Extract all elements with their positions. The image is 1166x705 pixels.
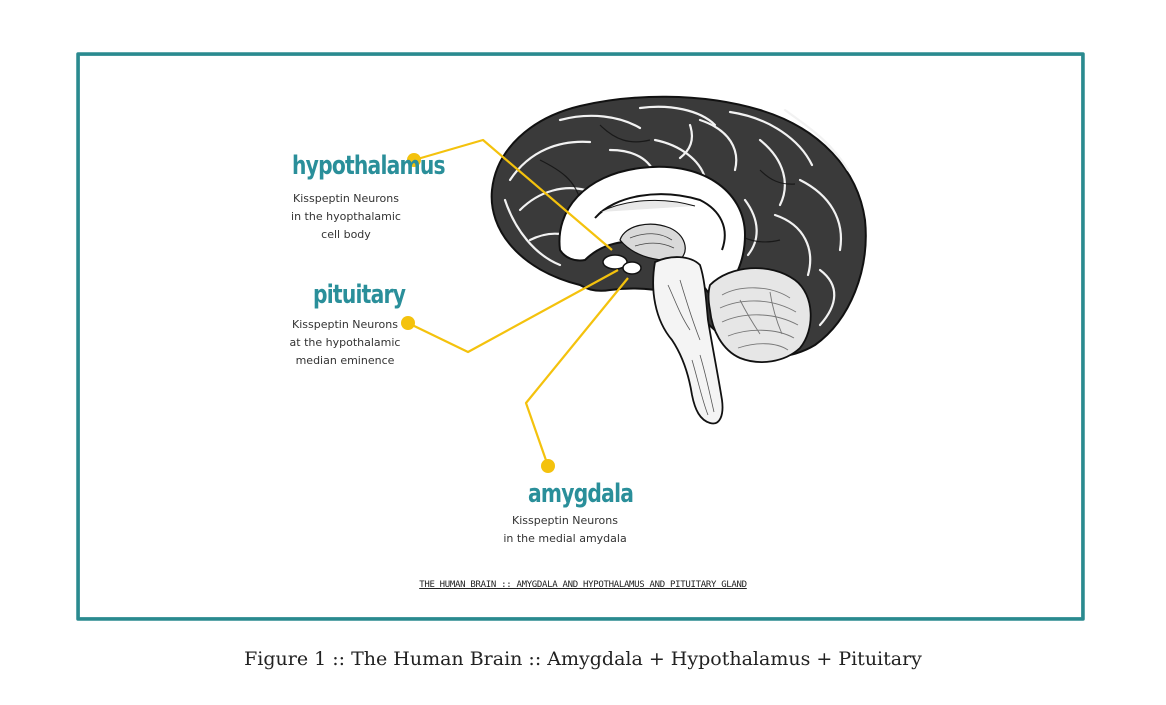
amygdala-description: Kisspeptin Neurons in the medial amydala: [480, 512, 650, 548]
hypothalamus-title: hypothalamus: [292, 151, 446, 181]
pituitary-title: pituitary: [313, 280, 406, 310]
hypothalamus-desc-line-1: Kisspeptin Neurons: [293, 192, 399, 205]
hypothalamus-description: Kisspeptin Neurons in the hyopthalamic c…: [261, 190, 431, 244]
hypothalamus-desc-line-3: cell body: [321, 228, 371, 241]
hypothalamus-marker-dot: [407, 153, 421, 167]
frame-border: [76, 52, 1085, 621]
amygdala-leader-line: [524, 277, 629, 467]
pituitary-description: Kisspeptin Neurons at the hypothalamic m…: [260, 316, 430, 370]
amygdala-desc-line-1: Kisspeptin Neurons: [512, 514, 618, 527]
pituitary-marker-dot: [401, 316, 415, 330]
pituitary-desc-line-1: Kisspeptin Neurons: [292, 318, 398, 331]
figure-caption: Figure 1 :: The Human Brain :: Amygdala …: [244, 648, 922, 670]
hypothalamus-leader-line: [413, 138, 613, 251]
amygdala-marker-dot: [541, 459, 555, 473]
hypothalamus-desc-line-2: in the hyopthalamic: [291, 210, 401, 223]
amygdala-title: amygdala: [528, 479, 634, 509]
pituitary-desc-line-2: at the hypothalamic: [289, 336, 401, 349]
brain-illustration: [490, 95, 867, 425]
amygdala-desc-line-2: in the medial amydala: [503, 532, 627, 545]
leader-lines: [407, 138, 629, 467]
pituitary-leader-line: [407, 269, 619, 354]
diagram-caption: THE HUMAN BRAIN :: AMYGDALA AND HYPOTHAL…: [419, 580, 747, 590]
pituitary-desc-line-3: median eminence: [295, 354, 395, 367]
